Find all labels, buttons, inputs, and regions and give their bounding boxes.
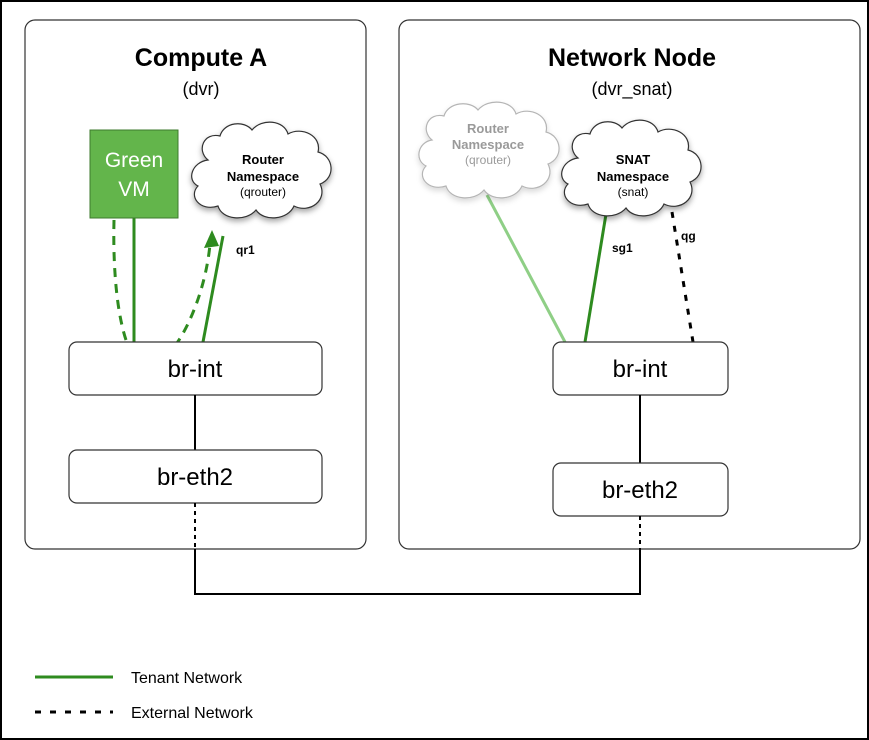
green-vm-label-line1: Green	[105, 149, 163, 172]
qg-label: qg	[681, 229, 696, 243]
snat-label-line3: (snat)	[618, 185, 649, 199]
green-vm	[89, 129, 179, 219]
network-node-title: Network Node	[548, 44, 716, 72]
faded-qrouter-link	[485, 194, 567, 343]
network-router-label-line2: Namespace	[452, 137, 524, 152]
sg1-label: sg1	[612, 241, 633, 255]
compute-br-int-label: br-int	[168, 356, 223, 383]
network-router-cloud	[418, 101, 560, 199]
snat-label-line1: SNAT	[616, 152, 650, 167]
compute-router-cloud	[191, 121, 332, 219]
snat-label-line2: Namespace	[597, 169, 669, 184]
physical-interconnect	[194, 549, 641, 595]
traffic-flow-arrowhead	[204, 230, 219, 248]
snat-cloud	[561, 119, 702, 217]
sg1-link	[583, 207, 609, 343]
qr1-link	[201, 235, 225, 343]
qr1-label: qr1	[236, 243, 255, 257]
traffic-flow-arrow	[112, 219, 212, 368]
compute-a-title: Compute A	[135, 44, 267, 72]
compute-router-label-line3: (qrouter)	[240, 185, 286, 199]
network-router-label-line1: Router	[467, 121, 509, 136]
compute-br-eth2-label: br-eth2	[157, 464, 233, 491]
network-br-eth2-label: br-eth2	[602, 477, 678, 504]
network-br-int-label: br-int	[613, 356, 668, 383]
compute-a-subtitle: (dvr)	[183, 79, 220, 99]
network-router-label-line3: (qrouter)	[465, 153, 511, 167]
legend-external-label: External Network	[131, 705, 254, 722]
compute-router-label-line1: Router	[242, 152, 284, 167]
green-vm-label-line2: VM	[118, 178, 150, 201]
legend-tenant-label: Tenant Network	[131, 670, 243, 687]
network-node-subtitle: (dvr_snat)	[591, 79, 672, 100]
compute-router-label-line2: Namespace	[227, 169, 299, 184]
